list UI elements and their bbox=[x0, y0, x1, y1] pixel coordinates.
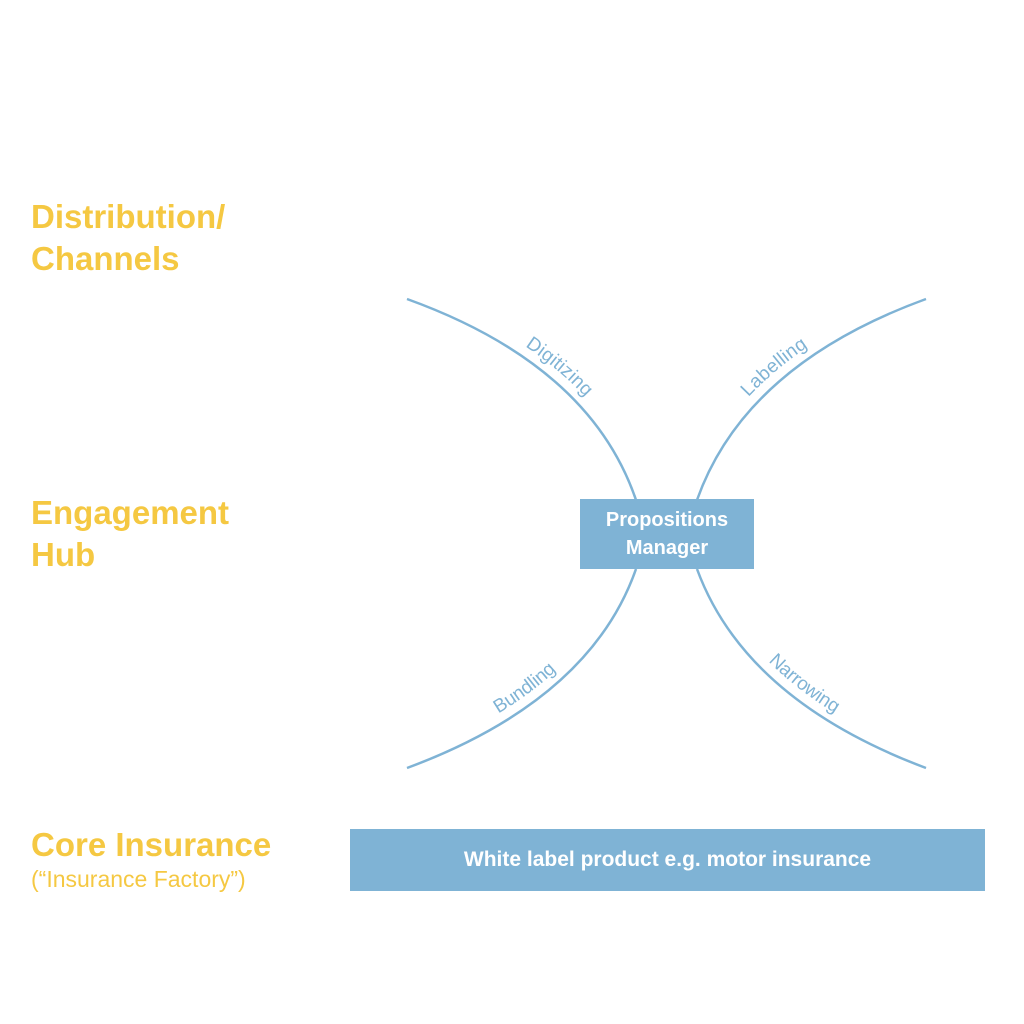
white-label-product-box: White label product e.g. motor insurance bbox=[350, 829, 985, 891]
engagement-label-line-1: Engagement bbox=[31, 494, 230, 531]
propositions-manager-line-1: Propositions bbox=[605, 509, 729, 531]
propositions-manager-box: Propositions Manager bbox=[580, 499, 754, 569]
arc-top-left bbox=[405, 297, 638, 502]
white-label-product-text: White label product e.g. motor insurance bbox=[463, 848, 872, 871]
arc-label-labelling: Labelling bbox=[737, 334, 811, 401]
engagement-hub-label: Engagement Hub bbox=[31, 492, 229, 576]
insurance-factory-sublabel: (“Insurance Factory”) bbox=[31, 866, 246, 892]
distribution-label-line-1: Distribution/ bbox=[31, 198, 226, 235]
propositions-manager-line-2: Manager bbox=[625, 537, 709, 559]
core-insurance-label: Core Insurance bbox=[31, 824, 271, 866]
distribution-channels-label: Distribution/ Channels bbox=[31, 196, 225, 280]
engagement-label-line-2: Hub bbox=[31, 536, 96, 573]
distribution-label-line-2: Channels bbox=[31, 240, 180, 277]
arc-label-digitizing: Digitizing bbox=[522, 333, 597, 401]
arc-bottom-right bbox=[695, 567, 928, 770]
arc-bottom-left bbox=[405, 567, 638, 770]
core-label-title: Core Insurance bbox=[31, 826, 272, 863]
arc-top-right bbox=[695, 297, 928, 502]
